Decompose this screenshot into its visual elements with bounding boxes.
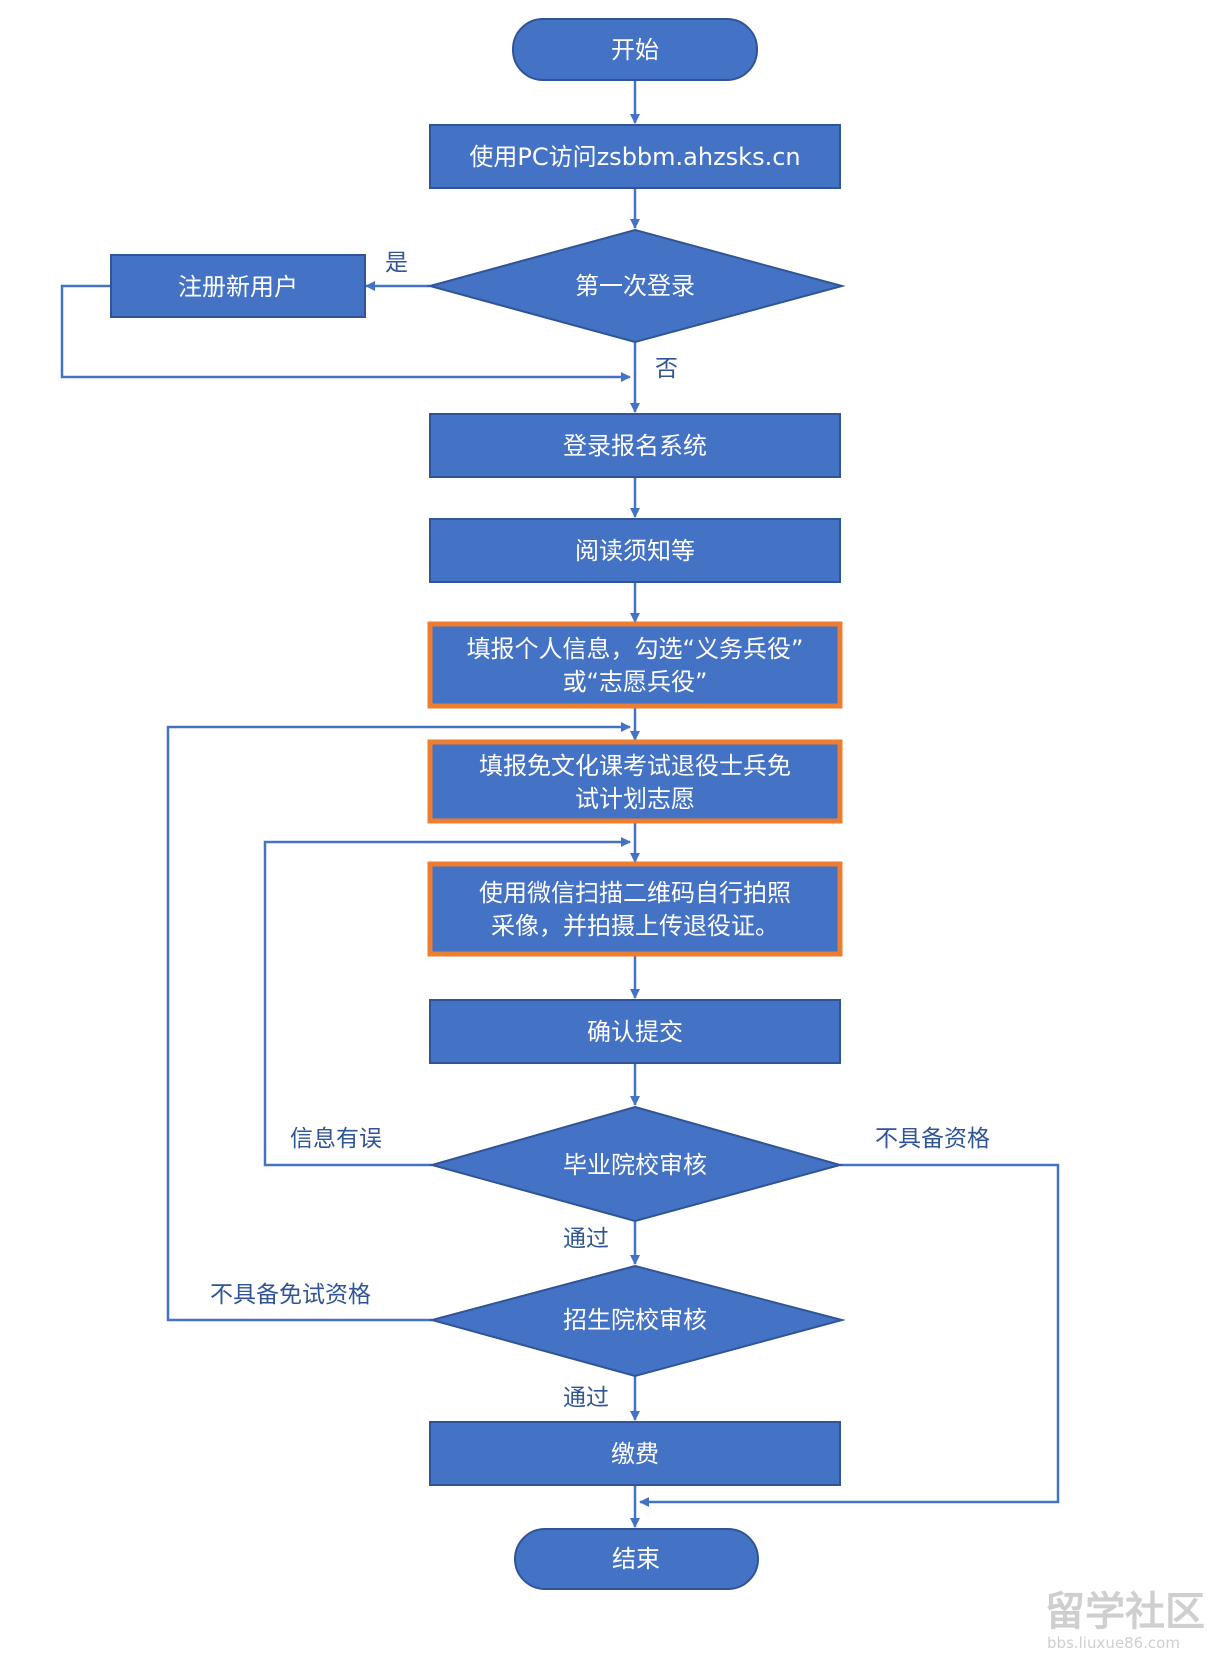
- node-read: 阅读须知等: [429, 518, 841, 583]
- node-school-review: 毕业院校审核: [428, 1105, 844, 1223]
- node-wechat-line1: 使用微信扫描二维码自行拍照: [479, 879, 791, 907]
- edge-not-exempt-loop: [166, 722, 631, 1322]
- node-pay-label: 缴费: [611, 1440, 659, 1468]
- node-login-label: 登录报名系统: [563, 432, 707, 460]
- label-info-error: 信息有误: [290, 1126, 382, 1152]
- watermark: 留学社区 bbs.liuxue86.com: [1045, 1589, 1205, 1652]
- node-fill-plan: 填报免文化课考试退役士兵免 试计划志愿: [427, 739, 843, 824]
- node-visit: 使用PC访问zsbbm.ahzsks.cn: [429, 124, 841, 189]
- node-login: 登录报名系统: [429, 413, 841, 478]
- label-not-exempt-qualified: 不具备免试资格: [210, 1282, 371, 1308]
- node-fill-info-line1: 填报个人信息，勾选“义务兵役”: [467, 635, 804, 663]
- node-fill-plan-line1: 填报免文化课考试退役士兵免: [479, 752, 791, 780]
- node-register: 注册新用户: [110, 254, 366, 318]
- node-submit: 确认提交: [429, 999, 841, 1064]
- node-end: 结束: [514, 1528, 759, 1590]
- node-visit-label: 使用PC访问zsbbm.ahzsks.cn: [469, 143, 800, 171]
- label-yes: 是: [385, 250, 408, 276]
- node-first-login: 第一次登录: [426, 228, 846, 344]
- node-first-login-label: 第一次登录: [575, 272, 695, 300]
- node-wechat: 使用微信扫描二维码自行拍照 采像，并拍摄上传退役证。: [427, 861, 843, 957]
- edge-register-loop: [60, 284, 631, 382]
- connectors: [60, 80, 1060, 1528]
- node-fill-info: 填报个人信息，勾选“义务兵役” 或“志愿兵役”: [427, 621, 843, 709]
- node-school-review-label: 毕业院校审核: [563, 1151, 707, 1179]
- node-start-label: 开始: [611, 36, 659, 64]
- watermark-url: bbs.liuxue86.com: [1047, 1634, 1180, 1652]
- node-register-label: 注册新用户: [178, 273, 298, 301]
- edge-info-error-loop: [263, 837, 631, 1167]
- node-end-label: 结束: [612, 1545, 660, 1573]
- node-pay: 缴费: [429, 1421, 841, 1486]
- node-submit-label: 确认提交: [587, 1018, 683, 1046]
- node-read-label: 阅读须知等: [575, 537, 695, 565]
- node-fill-info-line2: 或“志愿兵役”: [563, 668, 708, 696]
- label-not-qualified: 不具备资格: [875, 1126, 990, 1152]
- label-no: 否: [655, 356, 678, 382]
- node-start: 开始: [512, 18, 758, 81]
- node-admission-review: 招生院校审核: [428, 1264, 846, 1378]
- label-pass-2: 通过: [563, 1385, 609, 1411]
- watermark-logo: 留学社区: [1045, 1589, 1205, 1635]
- node-fill-plan-line2: 试计划志愿: [575, 785, 695, 813]
- node-wechat-line2: 采像，并拍摄上传退役证。: [491, 912, 779, 940]
- node-admission-review-label: 招生院校审核: [563, 1306, 707, 1334]
- label-pass-1: 通过: [563, 1226, 609, 1252]
- edge-not-qualified-loop: [639, 1163, 1060, 1507]
